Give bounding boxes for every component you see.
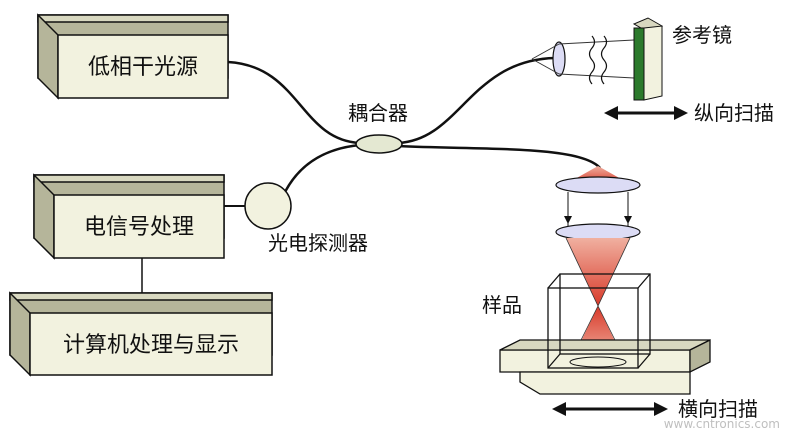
reference-mirror-side (643, 25, 663, 101)
reference-arm: 参考镜 纵向扫描 (531, 17, 774, 125)
sample-label: 样品 (482, 293, 522, 317)
photodetector-label: 光电探测器 (268, 231, 368, 255)
coupler-label: 耦合器 (348, 101, 408, 125)
beam-converging-cone (566, 238, 630, 306)
sample-cube (547, 273, 651, 369)
reference-lens (552, 41, 566, 77)
fiber-coupler-to-sample (397, 144, 601, 169)
sample-lens-upper (555, 176, 641, 194)
signal-processing-box: 电信号处理 (33, 173, 225, 260)
coupler: 耦合器 (348, 101, 408, 154)
fiber-detector-to-coupler (281, 143, 361, 197)
computer-label: 计算机处理与显示 (63, 333, 239, 358)
sample-lens-lower (555, 223, 641, 241)
signal-processing-label: 电信号处理 (84, 215, 194, 240)
wave-break-2 (600, 35, 608, 85)
sample-stage: 样品 (482, 273, 711, 395)
watermark: www.cntronics.com (664, 417, 780, 431)
fiber-source-to-coupler (227, 60, 361, 145)
light-source-label: 低相干光源 (88, 55, 198, 80)
light-source-box: 低相干光源 (37, 13, 229, 100)
axial-scan-label: 纵向扫描 (694, 101, 774, 125)
sample-arm (555, 166, 641, 363)
fiber-coupler-to-reference (397, 56, 556, 145)
lateral-scan-label: 横向扫描 (678, 397, 758, 421)
photodetector: 光电探测器 (244, 182, 368, 255)
reference-mirror-face (633, 27, 645, 101)
computer-box: 计算机处理与显示 (9, 291, 273, 377)
fiber-lines (227, 56, 601, 197)
wave-break-1 (588, 35, 596, 85)
lateral-scan: 横向扫描 (552, 397, 758, 421)
reference-mirror-label: 参考镜 (672, 23, 732, 47)
